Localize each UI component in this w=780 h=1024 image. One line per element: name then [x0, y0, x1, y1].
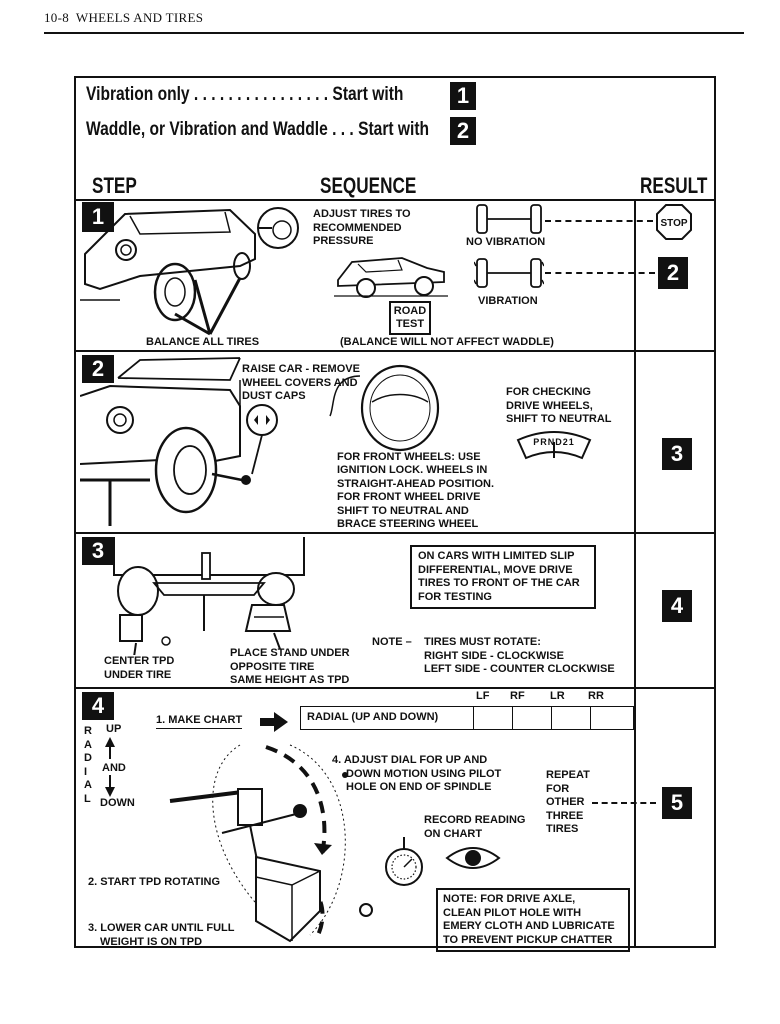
- intro-line-1: Vibration only . . . . . . . . . . . . .…: [86, 84, 404, 105]
- car-front-illustration: [80, 207, 299, 336]
- chart-col-lr: LR: [550, 690, 565, 702]
- header-rule: [44, 32, 744, 34]
- axle-vibration-icon: [474, 258, 544, 288]
- balance-all-tires-label: BALANCE ALL TIRES: [146, 336, 260, 348]
- column-result: RESULT: [640, 173, 708, 198]
- start-tpd-rotating-text: 2. START TPD ROTATING: [88, 876, 220, 888]
- raised-car-illustration: [80, 357, 361, 526]
- no-vibration-label: NO VIBRATION: [466, 236, 546, 248]
- gear-selector-icon: PRND21: [516, 431, 592, 460]
- tpd-chart-table: RADIAL (UP AND DOWN): [300, 706, 634, 730]
- row-divider-3: [76, 687, 714, 689]
- chart-cell-lr[interactable]: [551, 706, 591, 730]
- balance-note: (BALANCE WILL NOT AFFECT WADDLE): [340, 336, 554, 348]
- result-go-to-step-4: 4: [662, 590, 692, 622]
- step-4-badge: 4: [82, 692, 114, 720]
- adjust-dial-text: 4. ADJUST DIAL FOR UP AND DOWN MOTION US…: [332, 754, 502, 793]
- no-vibration-dashed-arrow: [545, 220, 653, 222]
- axle-no-vibration-icon: [476, 204, 542, 234]
- repeat-dashed-arrow: [592, 802, 656, 804]
- lower-car-text: 3. LOWER CAR UNTIL FULL WEIGHT IS ON TPD: [88, 922, 235, 948]
- column-sequence: SEQUENCE: [320, 173, 417, 198]
- chart-cell-rr[interactable]: [590, 706, 634, 730]
- stop-sign-icon: STOP: [656, 204, 692, 240]
- chart-col-rr: RR: [588, 690, 604, 702]
- row-divider-2: [76, 532, 714, 534]
- column-step: STEP: [92, 173, 137, 198]
- chart-col-rf: RF: [510, 690, 525, 702]
- intro-step-1-badge: 1: [450, 82, 476, 110]
- adjust-dial-pointer-icon: [342, 772, 348, 778]
- step-3-badge: 3: [82, 537, 114, 565]
- step-2-badge: 2: [82, 355, 114, 383]
- tpd-chart: LF RF LR RR RADIAL (UP AND DOWN): [300, 690, 634, 730]
- diagnosis-chart-frame: [74, 76, 716, 948]
- result-go-to-step-3: 3: [662, 438, 692, 470]
- chart-cell-lf[interactable]: [473, 706, 513, 730]
- section-title: WHEELS AND TIRES: [75, 10, 204, 25]
- up-label: UP: [106, 723, 122, 735]
- vibration-dashed-arrow: [545, 272, 655, 274]
- step-1-badge: 1: [82, 202, 114, 232]
- make-chart-label: 1. MAKE CHART: [156, 714, 243, 729]
- result-go-to-step-5: 5: [662, 787, 692, 819]
- page-header: 10-8 WHEELS AND TIRES: [44, 10, 203, 26]
- row-divider-top: [76, 199, 714, 201]
- page-number: 10-8: [44, 10, 70, 25]
- chart-col-lf: LF: [476, 690, 490, 702]
- gear-selector-label: PRND21: [533, 437, 575, 447]
- arrow-right-icon: [260, 712, 288, 732]
- stop-sign-label: STOP: [660, 218, 687, 229]
- intro-line-2: Waddle, or Vibration and Waddle . . . St…: [86, 119, 430, 140]
- rotation-note: TIRES MUST ROTATE:RIGHT SIDE - CLOCKWISE…: [424, 636, 615, 675]
- result-column-divider: [634, 199, 636, 948]
- car-on-tpd-illustration: [113, 537, 305, 655]
- steering-wheel-icon: [360, 364, 440, 452]
- eye-icon: [445, 847, 501, 869]
- drive-axle-note-box: NOTE: FOR DRIVE AXLE,CLEAN PILOT HOLE WI…: [436, 888, 630, 952]
- road-test-car-icon: [334, 257, 448, 298]
- vibration-label: VIBRATION: [478, 295, 538, 307]
- chart-row-radial: RADIAL (UP AND DOWN): [300, 706, 474, 730]
- chart-cell-rf[interactable]: [512, 706, 552, 730]
- intro-step-2-badge: 2: [450, 117, 476, 145]
- result-go-to-step-2: 2: [658, 257, 688, 289]
- row-divider-1: [76, 350, 714, 352]
- up-down-arrows-icon: [105, 737, 115, 797]
- and-label: AND: [102, 762, 126, 774]
- rotation-note-label: NOTE –: [372, 636, 412, 648]
- down-label: DOWN: [100, 797, 135, 809]
- tpd-gauge-illustration: [169, 744, 423, 943]
